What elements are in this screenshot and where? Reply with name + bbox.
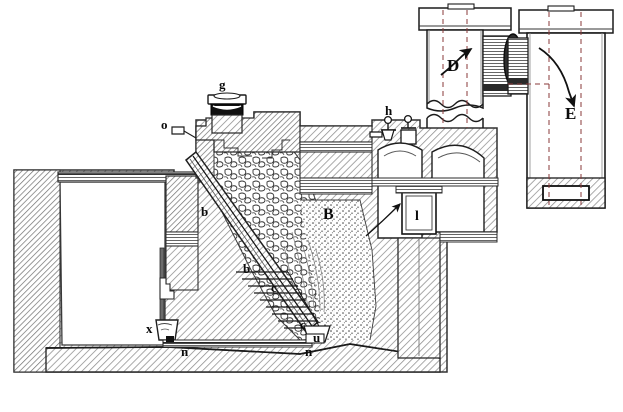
inspection-box-l: [395, 185, 443, 235]
label-h: h: [385, 103, 393, 118]
step-grate-bars: [236, 271, 321, 329]
label-B: B: [323, 206, 334, 223]
label-u: u: [313, 330, 321, 345]
label-n-left: n: [181, 344, 189, 359]
left-wall: [13, 169, 61, 373]
producer-cylinder-e: [507, 5, 614, 209]
flue-deck: [299, 125, 373, 195]
label-x: x: [146, 321, 153, 336]
label-b-upper: b: [201, 204, 209, 219]
label-n-right: n: [305, 344, 313, 359]
hearth-floor: [45, 343, 441, 373]
label-c-upper: c: [271, 280, 277, 295]
label-E: E: [565, 104, 577, 123]
right-pier: [397, 231, 498, 359]
label-l: l: [415, 209, 419, 224]
label-g: g: [219, 77, 226, 92]
producer-cylinder-d: [418, 3, 523, 128]
charging-hopper-g: [207, 92, 247, 134]
flow-arrow-d: [440, 48, 473, 76]
pointer-arrow-l: [365, 203, 401, 237]
label-c-lower: c: [300, 317, 306, 332]
label-o: o: [161, 117, 168, 132]
label-b-lower: b: [243, 261, 251, 276]
opening-o: [171, 126, 197, 139]
label-D: D: [447, 56, 460, 75]
floor-channel: [162, 336, 313, 348]
discharge-throat-u: [303, 325, 331, 344]
flow-arrow-e: [538, 47, 577, 108]
